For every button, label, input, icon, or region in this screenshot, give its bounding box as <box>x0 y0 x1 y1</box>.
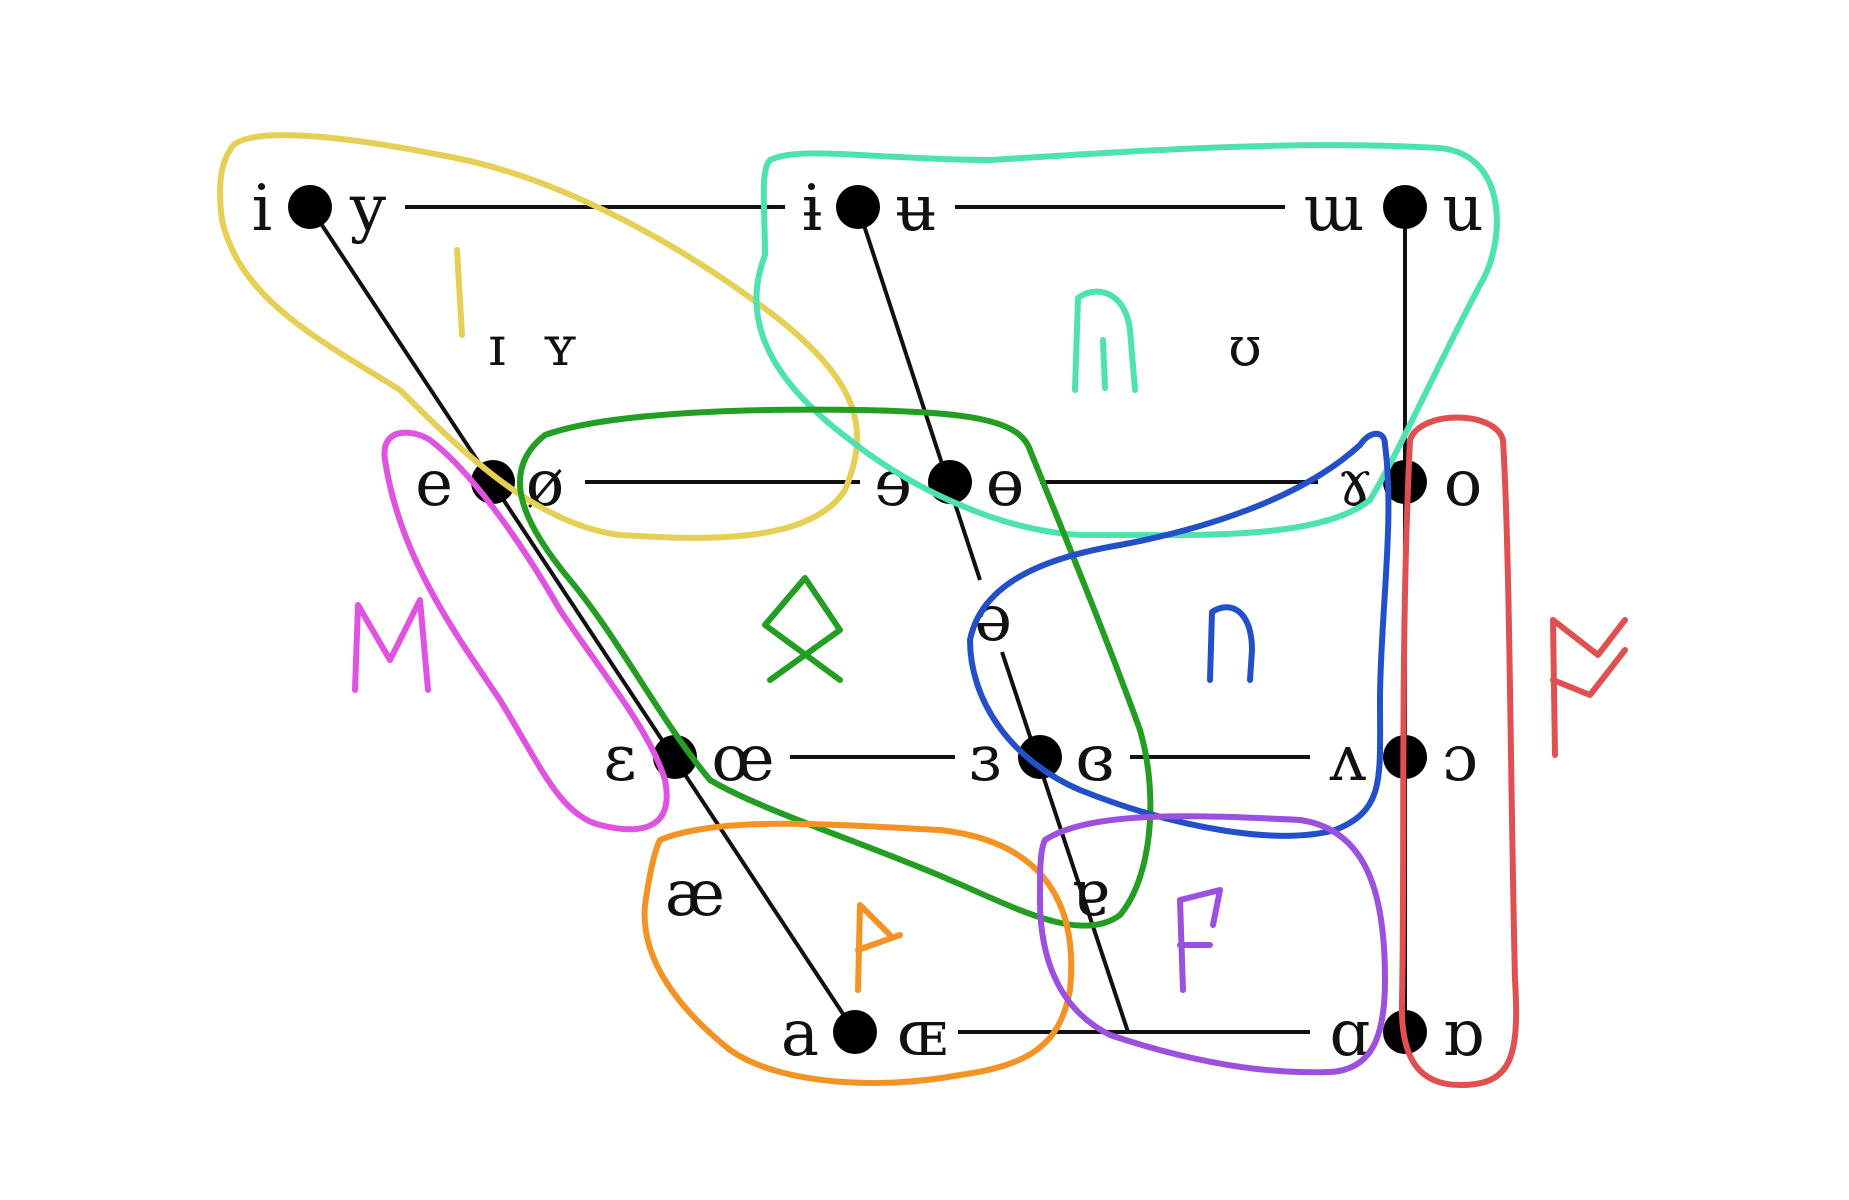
vowel-small-capital-i: ɪ <box>488 315 505 378</box>
rune-othala-green <box>762 575 843 683</box>
vowel-small-capital-oe: ɶ <box>897 997 948 1071</box>
vowel-upsilon: ʊ <box>1228 315 1262 378</box>
vowel-trapezoid-grid <box>308 205 1407 1034</box>
group-outline-red <box>1398 414 1520 1088</box>
group-outline-yellow <box>217 132 861 541</box>
rune-ansuz-purple <box>1177 887 1223 993</box>
rune-raido-red <box>1550 617 1628 758</box>
group-outline-green <box>517 406 1154 929</box>
vowel-turned-script-a: ɒ <box>1443 997 1484 1071</box>
rune-labels <box>352 247 1628 993</box>
vowel-open-e: ɛ <box>603 722 636 796</box>
dot-close-central <box>836 185 880 229</box>
rune-mannaz-magenta <box>352 597 431 693</box>
vowel-closed-reversed-open-e: ɞ <box>1075 722 1114 796</box>
vowel-small-capital-y: ʏ <box>542 315 577 378</box>
vowel-a: a <box>781 997 819 1071</box>
dot-close-front <box>288 185 332 229</box>
vowel-barred-i: ɨ <box>802 172 822 246</box>
dot-open-front <box>833 1010 877 1054</box>
vowel-u: u <box>1442 172 1483 246</box>
vowel-o: o <box>1444 447 1483 521</box>
vowel-e: e <box>415 447 453 521</box>
vowel-barred-u: ʉ <box>895 172 936 246</box>
central-edge-line-upper <box>856 206 982 581</box>
rune-group-outlines <box>217 132 1520 1088</box>
vowel-ae-ligature: æ <box>665 857 725 931</box>
rune-uruz-blue <box>1207 604 1255 683</box>
vowel-i: i <box>252 172 272 246</box>
dot-close-mid-back <box>1383 460 1427 504</box>
vowel-open-o: ɔ <box>1442 722 1478 796</box>
group-outline-orange <box>641 820 1075 1086</box>
vowel-turned-a: ɐ <box>1071 857 1109 931</box>
group-outline-magenta <box>381 429 670 833</box>
vowel-turned-v: ʌ <box>1329 722 1366 796</box>
group-outline-purple <box>1037 813 1388 1076</box>
vowel-turned-m: ɯ <box>1304 172 1365 246</box>
dot-close-back <box>1383 185 1427 229</box>
dot-close-mid-front <box>471 460 515 504</box>
rune-uruz-teal <box>1072 288 1138 393</box>
vowel-reversed-open-e: ɜ <box>969 722 1002 796</box>
vowel-reversed-e: ɘ <box>874 447 912 521</box>
rune-isa-yellow <box>454 247 465 338</box>
vowel-symbols: i y ɨ ʉ ɯ u ɪ ʏ ʊ e ø ɘ ɵ ɤ o ə ɛ œ ɜ ɞ … <box>252 172 1484 1071</box>
front-edge-line <box>308 205 857 1034</box>
dot-open-mid-central <box>1018 735 1062 779</box>
vowel-barred-o: ɵ <box>986 447 1025 521</box>
central-edge-line-lower <box>1000 651 1130 1033</box>
rune-ansuz-orange <box>855 902 903 993</box>
vowel-y: y <box>349 172 386 246</box>
